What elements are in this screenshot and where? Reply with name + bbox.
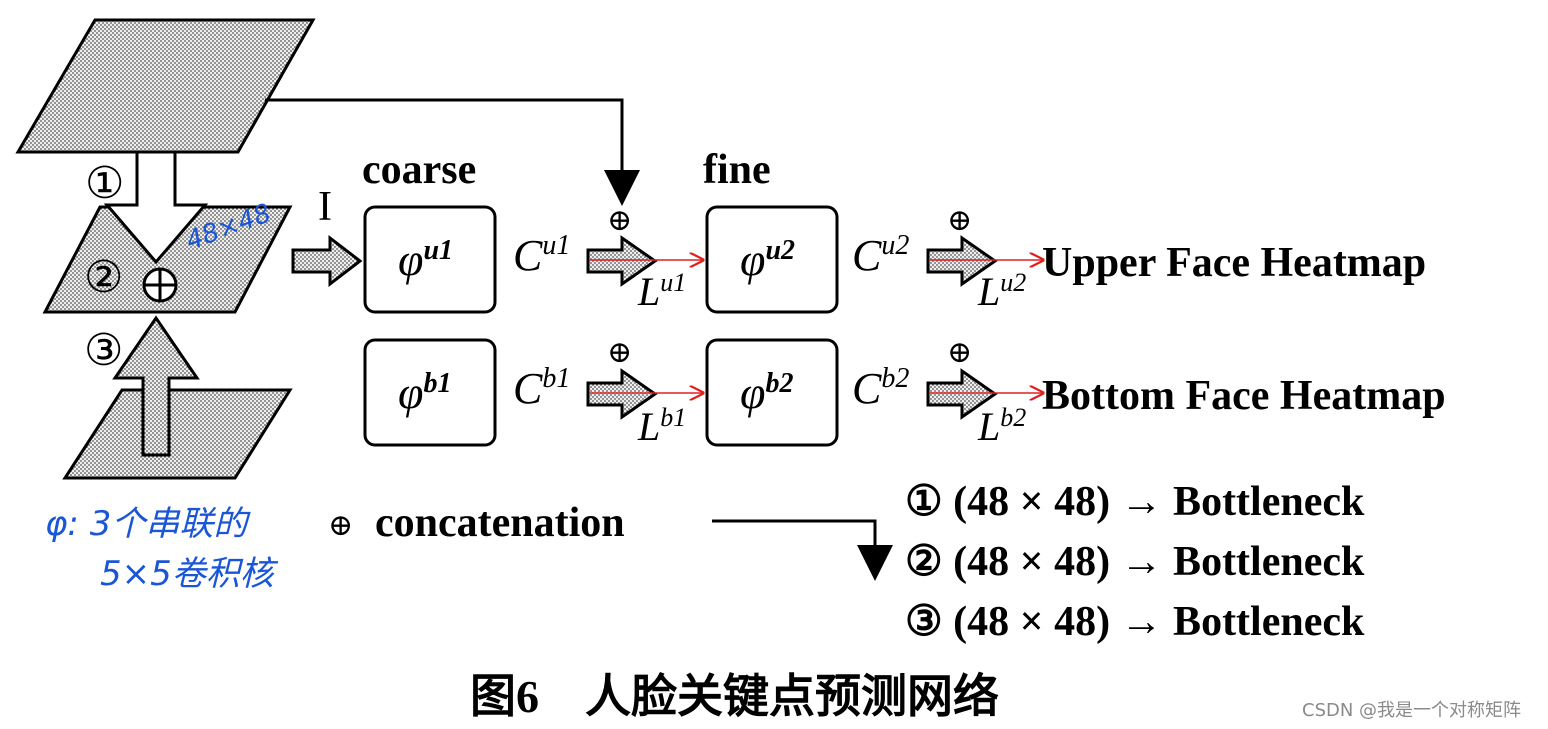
top-feature-plane xyxy=(15,18,316,154)
oplus-b2: ⊕ xyxy=(947,336,972,369)
arrow-u2 xyxy=(926,235,998,287)
arrow-b1 xyxy=(586,368,658,420)
c-u2-label: Cu2 xyxy=(852,230,909,280)
fine-label: fine xyxy=(703,147,771,193)
skip-connection-line xyxy=(265,98,640,206)
down-hollow-arrow xyxy=(103,150,209,265)
module-phi-b1 xyxy=(363,338,497,447)
phi-b2-label: φb2 xyxy=(740,367,793,418)
figure-caption: 图6 人脸关键点预测网络 xyxy=(470,671,999,722)
c-b1-label: Cb1 xyxy=(513,363,570,413)
legend-line-2: ② (48 × 48) → Bottleneck xyxy=(905,539,1365,585)
oplus-u1: ⊕ xyxy=(607,204,632,237)
upper-output-label: Upper Face Heatmap xyxy=(1042,240,1426,286)
phi-note-line1: φ: 3个串联的 xyxy=(45,504,251,544)
c-u1-label: Cu1 xyxy=(513,230,570,280)
module-phi-b2 xyxy=(705,338,839,447)
module-phi-u2 xyxy=(705,205,839,314)
module-phi-u1 xyxy=(363,205,497,314)
concat-symbol-legend: ⊕ xyxy=(328,509,353,542)
l-u1-label: Lu1 xyxy=(637,268,686,314)
arrow-b2 xyxy=(926,368,998,420)
concatenation-label: concatenation xyxy=(375,500,625,546)
up-dotted-arrow xyxy=(112,315,200,457)
l-u2-label: Lu2 xyxy=(977,268,1026,314)
phi-note-line2: 5×5卷积核 xyxy=(100,554,279,594)
phi-b1-label: φb1 xyxy=(398,367,451,418)
legend-line-3: ③ (48 × 48) → Bottleneck xyxy=(905,599,1365,645)
bottom-feature-plane xyxy=(62,388,293,480)
c-b2-label: Cb2 xyxy=(852,363,909,413)
arrow-u1 xyxy=(586,235,658,287)
input-label: I xyxy=(318,184,332,230)
step-2-label: ② xyxy=(84,253,123,302)
phi-u1-label: φu1 xyxy=(398,234,453,285)
concat-symbol-middle xyxy=(142,267,178,303)
coarse-label: coarse xyxy=(362,147,476,193)
step-1-label: ① xyxy=(85,159,124,208)
legend-connector xyxy=(712,519,893,581)
phi-u2-label: φu2 xyxy=(740,234,795,285)
l-b2-label: Lb2 xyxy=(977,403,1026,449)
legend-line-1: ① (48 × 48) → Bottleneck xyxy=(905,479,1365,525)
step-3-label: ③ xyxy=(84,326,123,375)
bottom-output-label: Bottom Face Heatmap xyxy=(1042,373,1446,419)
middle-feature-plane xyxy=(42,205,293,314)
oplus-u2: ⊕ xyxy=(947,204,972,237)
oplus-b1: ⊕ xyxy=(607,336,632,369)
input-arrow xyxy=(291,234,363,288)
l-b1-label: Lb1 xyxy=(637,403,686,449)
watermark: CSDN @我是一个对称矩阵 xyxy=(1302,700,1521,721)
